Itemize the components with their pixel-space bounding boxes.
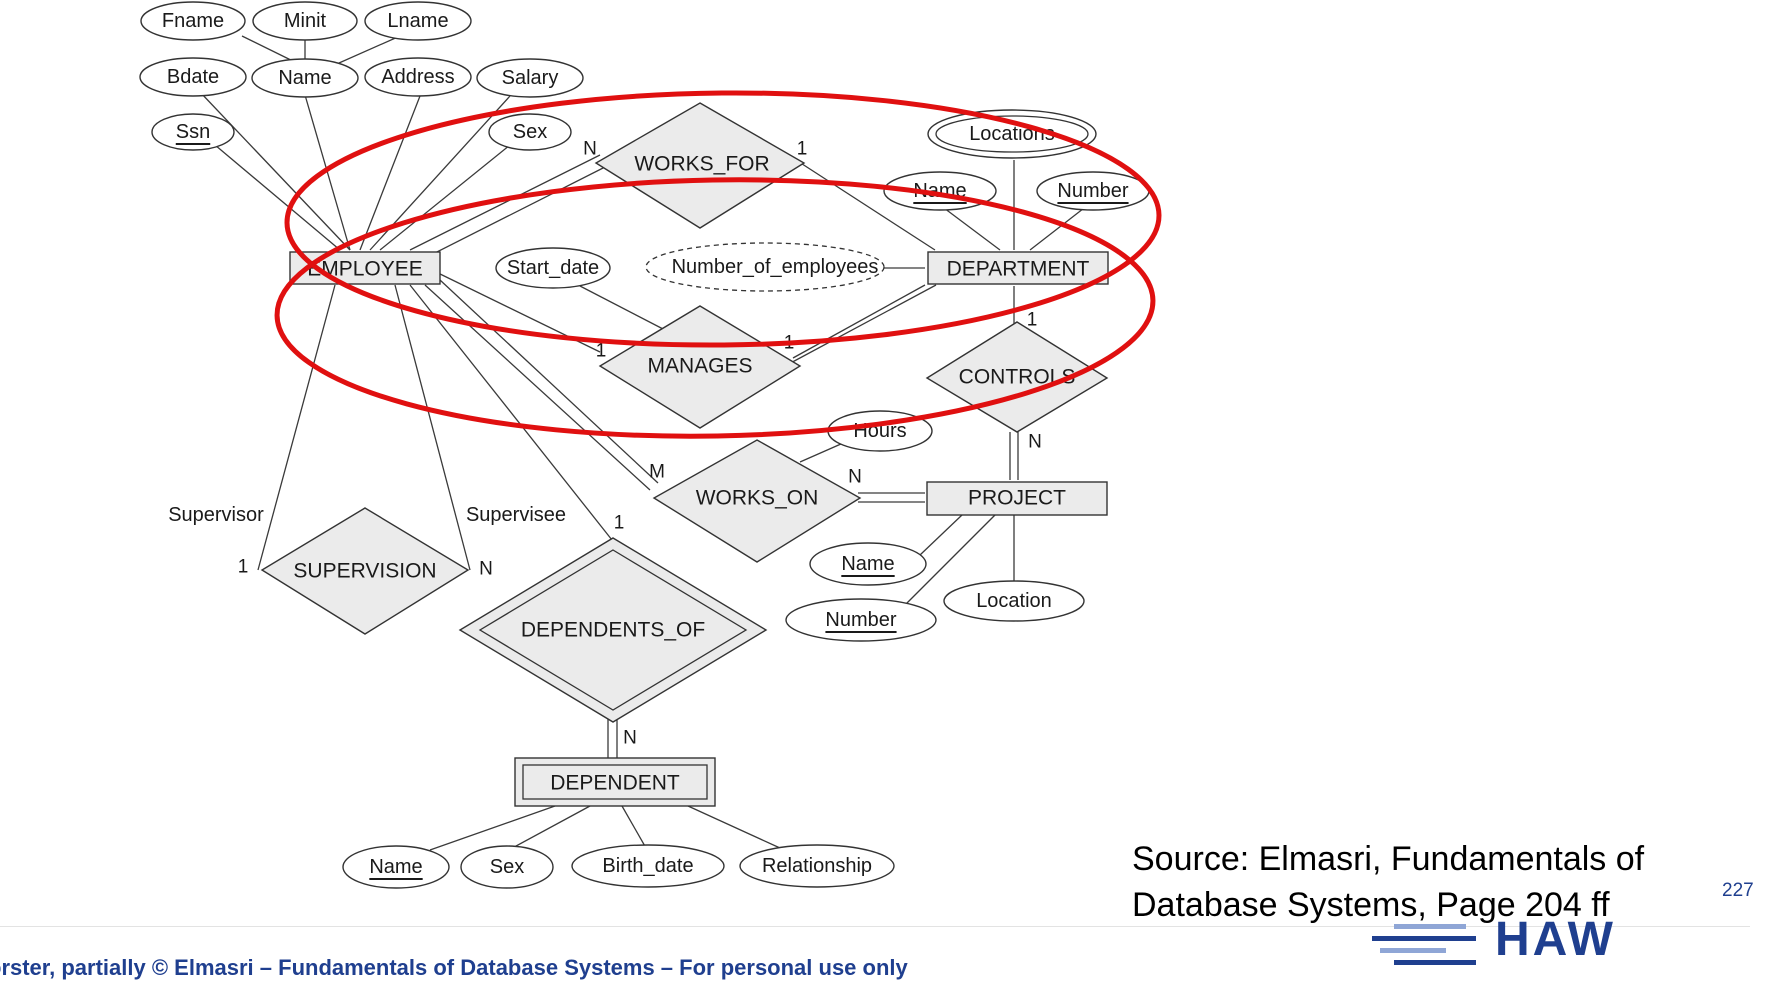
role-supervisee: Supervisee [466, 504, 566, 526]
attr-department-number: Number [1057, 180, 1128, 202]
entity-dependent: DEPENDENT [550, 772, 680, 795]
attr-dependent-sex: Sex [490, 856, 524, 878]
rel-supervision: SUPERVISION [293, 560, 436, 583]
card-manages-employee: 1 [596, 341, 607, 362]
card-dependents-of-employee: 1 [614, 513, 625, 534]
attr-lname: Lname [387, 10, 448, 32]
attr-dependent-name: Name [369, 856, 422, 878]
attr-number-of-employees: Number_of_employees [672, 256, 879, 278]
attr-location: Location [976, 590, 1052, 612]
footer-copyright: orster, partially © Elmasri – Fundamenta… [0, 955, 908, 980]
footer-divider [0, 926, 1750, 927]
rel-works-for: WORKS_FOR [634, 153, 769, 176]
highlight-manages-ellipse [274, 177, 1156, 439]
rel-dependents-of: DEPENDENTS_OF [521, 619, 705, 642]
cardinality-labels: N 1 1 1 1 N M N 1 N 1 N Supervisor Super… [168, 139, 1042, 749]
attr-minit: Minit [284, 10, 327, 32]
entity-department: DEPARTMENT [947, 258, 1090, 281]
attr-fname: Fname [162, 10, 224, 32]
attr-locations: Locations [969, 123, 1055, 145]
attr-address: Address [381, 66, 454, 88]
entity-project: PROJECT [968, 487, 1066, 510]
card-works-for-employee: N [583, 139, 597, 160]
relationship-diamonds: WORKS_FOR MANAGES CONTROLS WORKS_ON SUPE… [260, 102, 1109, 723]
attr-ssn: Ssn [176, 121, 210, 143]
card-controls-project: N [1028, 432, 1042, 453]
source-line-1: Source: Elmasri, Fundamentals of [1132, 840, 1645, 878]
card-supervision-supervisee: N [479, 559, 493, 580]
attr-project-number: Number [825, 609, 896, 631]
card-works-for-department: 1 [797, 139, 808, 160]
attr-employee-sex: Sex [513, 121, 547, 143]
card-works-on-project: N [848, 467, 862, 488]
attr-relationship: Relationship [762, 855, 872, 877]
attribute-ovals: Fname Minit Lname Bdate Name Address Sal… [139, 1, 1150, 889]
haw-logo: HAW [1372, 913, 1632, 972]
source-citation: Source: Elmasri, Fundamentals of Databas… [1132, 836, 1692, 928]
attr-birth-date: Birth_date [602, 855, 693, 877]
card-supervision-supervisor: 1 [238, 557, 249, 578]
logo-text: HAW [1495, 913, 1616, 966]
attr-employee-name: Name [278, 67, 331, 89]
card-controls-department: 1 [1027, 310, 1038, 331]
entity-employee: EMPLOYEE [307, 258, 423, 281]
rel-manages: MANAGES [647, 355, 752, 378]
highlight-annotations [274, 90, 1162, 439]
rel-controls: CONTROLS [959, 366, 1076, 389]
attr-start-date: Start_date [507, 257, 599, 279]
card-works-on-employee: M [649, 462, 665, 483]
connector-lines [199, 35, 1089, 853]
attr-bdate: Bdate [167, 66, 219, 88]
source-line-2: Database Systems, Page 204 ff [1132, 886, 1610, 924]
role-supervisor: Supervisor [168, 504, 264, 526]
card-dependents-of-dependent: N [623, 728, 637, 749]
highlight-works-for-ellipse [284, 90, 1162, 348]
attr-salary: Salary [502, 67, 559, 89]
page-number: 227 [1722, 880, 1754, 901]
entity-boxes: EMPLOYEE DEPARTMENT PROJECT DEPENDENT [289, 251, 1109, 807]
attr-project-name: Name [841, 553, 894, 575]
rel-works-on: WORKS_ON [696, 487, 819, 510]
